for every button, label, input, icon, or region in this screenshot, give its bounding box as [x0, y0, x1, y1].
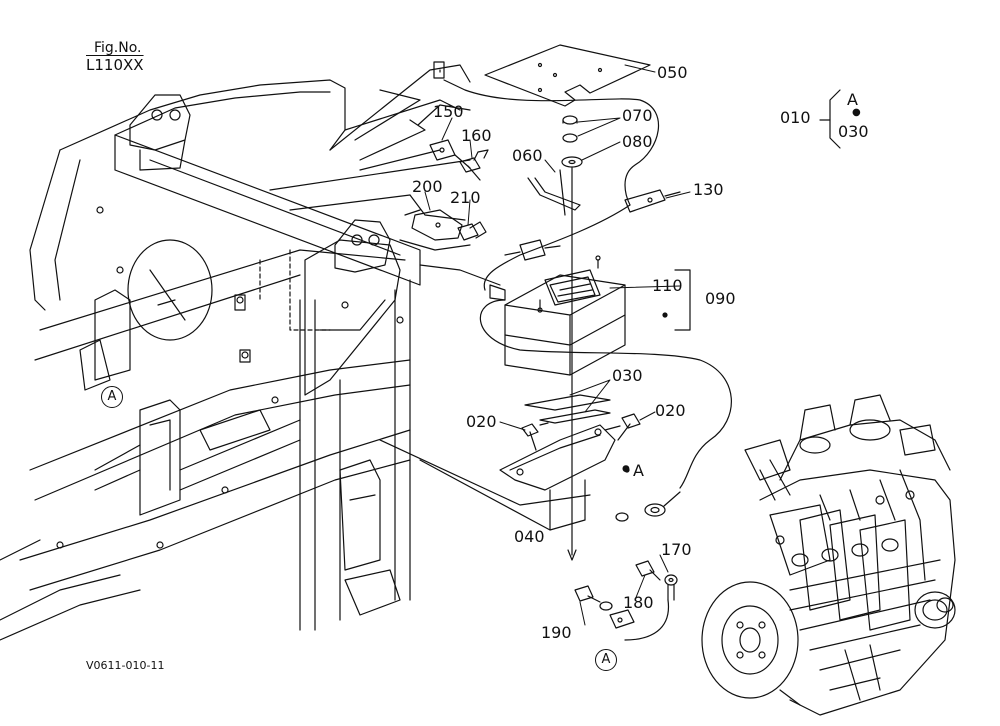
- pad-030: [525, 395, 610, 423]
- callout-150: 150: [433, 102, 464, 121]
- bolt-020-right: [605, 414, 640, 440]
- plug-connector: [505, 240, 560, 260]
- bolt-190: [575, 586, 612, 610]
- callout-060: 060: [512, 146, 543, 165]
- cover-050: [485, 45, 650, 106]
- callout-020-right: 020: [655, 401, 686, 420]
- ref-circle-cable: A: [595, 649, 617, 671]
- battery-110: [505, 256, 667, 375]
- callout-050: 050: [657, 63, 688, 82]
- ground-cable: [480, 285, 731, 488]
- drawing-code: V0611-010-11: [86, 659, 165, 672]
- callout-070: 070: [622, 106, 653, 125]
- callout-210: 210: [450, 188, 481, 207]
- callout-160: 160: [461, 126, 492, 145]
- callout-leaders: [425, 65, 690, 625]
- tractor-frame: [0, 80, 420, 640]
- fig-label: Fig.No.: [94, 40, 142, 56]
- leader-040: [420, 460, 585, 530]
- rod-060: [528, 170, 580, 215]
- legend-child: 030: [838, 122, 869, 141]
- ring-terminal: [616, 492, 680, 521]
- callout-080: 080: [622, 132, 653, 151]
- callout-030: 030: [612, 366, 643, 385]
- fig-number: L110XX: [86, 56, 144, 74]
- rod-arrow: [568, 550, 576, 560]
- ref-circle-frame: A: [101, 386, 123, 408]
- harness-outline: [270, 65, 500, 285]
- callout-200: 200: [412, 177, 443, 196]
- terminal-130: [625, 190, 680, 212]
- callout-180: 180: [623, 593, 654, 612]
- callout-110: 110: [652, 276, 683, 295]
- bolt-180: [636, 561, 660, 580]
- bolt-020-left: [522, 423, 548, 450]
- frame-bracket-left: [130, 95, 190, 170]
- battery-cable: [434, 62, 659, 290]
- legend-ref-letter: A: [847, 90, 858, 109]
- callout-020-left: 020: [466, 412, 497, 431]
- legend-parent: 010: [780, 108, 811, 127]
- bolt-210: [458, 222, 486, 240]
- callout-130: 130: [693, 180, 724, 199]
- legend-bracket: [830, 90, 840, 148]
- engine-assembly: [702, 395, 955, 715]
- callout-040: 040: [514, 527, 545, 546]
- washer-080: [562, 157, 582, 167]
- leader-040b: [380, 440, 590, 505]
- frame-bolts: [57, 207, 403, 548]
- bolt-160: [460, 150, 488, 180]
- tray-040: [500, 425, 629, 490]
- clamp-200: [405, 210, 462, 240]
- callout-190: 190: [541, 623, 572, 642]
- terminal-170: [625, 575, 677, 640]
- callout-170: 170: [661, 540, 692, 559]
- frame-bracket-right: [335, 220, 390, 272]
- nut-070: [563, 116, 577, 142]
- tray-ref: A: [633, 461, 644, 480]
- frame-disc: [128, 240, 212, 340]
- bracket-090: [675, 270, 690, 330]
- tray-ref-dot: ●: [622, 464, 630, 474]
- legend-dot: ●: [852, 107, 861, 118]
- lug-terminal: [610, 610, 634, 628]
- callout-090: 090: [705, 289, 736, 308]
